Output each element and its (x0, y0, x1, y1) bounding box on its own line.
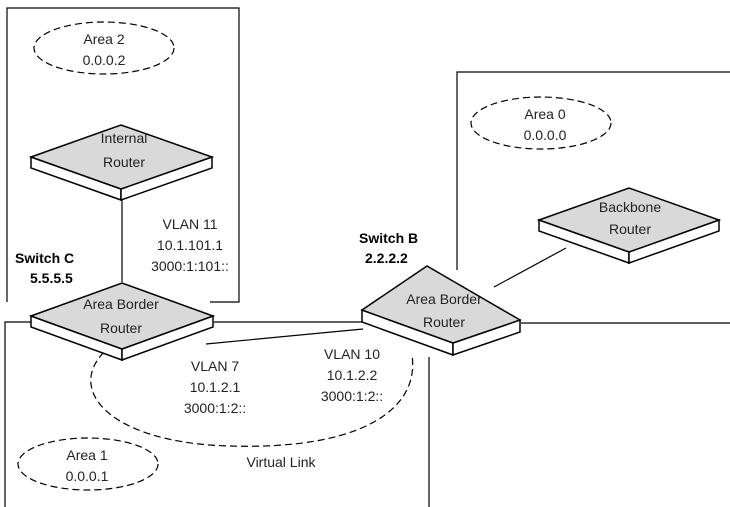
area-0-name: Area 0 (524, 106, 565, 122)
abr-switch-c-icon: Area Border Router (28, 282, 216, 362)
vlan7-name: VLAN 7 (191, 358, 239, 374)
backbone-router-label-line1: Backbone (599, 199, 661, 215)
abr-switch-b-icon: Area Border Router (360, 265, 522, 357)
virtual-link-arc (90, 344, 414, 447)
vlan10-ipv4: 10.1.2.2 (327, 367, 378, 383)
area-0-ellipse (470, 96, 612, 150)
area-1-name: Area 1 (66, 447, 107, 463)
link-abr-c-to-abr-b (205, 328, 364, 345)
vlan7-ipv6: 3000:1:2:: (184, 400, 246, 416)
internal-router-icon: Internal Router (28, 124, 215, 202)
area-2-ellipse (33, 21, 175, 75)
area-2-boundary (6, 7, 240, 303)
vlan10-name: VLAN 10 (324, 346, 380, 362)
area-1-id: 0.0.0.1 (66, 468, 109, 484)
backbone-router-label-line2: Router (609, 221, 651, 237)
abr-b-label-line1: Area Border (406, 291, 482, 307)
virtual-link-label: Virtual Link (246, 454, 316, 470)
vlan11-name: VLAN 11 (163, 216, 218, 232)
switch-c-name: Switch C (15, 250, 74, 266)
area-2-id: 0.0.0.2 (83, 52, 126, 68)
area-1-boundary (4, 321, 36, 507)
internal-router-label-line1: Internal (101, 130, 148, 146)
vlan11-ipv6: 3000:1:101:: (151, 258, 229, 274)
switch-b-name: Switch B (359, 230, 418, 246)
area-0-id: 0.0.0.0 (524, 127, 567, 143)
vlan7-ipv4: 10.1.2.1 (190, 379, 241, 395)
vlan11-ipv4: 10.1.101.1 (157, 237, 223, 253)
internal-router-label-line2: Router (103, 154, 145, 170)
backbone-router-icon: Backbone Router (536, 187, 722, 265)
abr-b-label-line2: Router (423, 314, 465, 330)
abr-c-label-line1: Area Border (83, 296, 159, 312)
link-abr-b-to-backbone (493, 247, 567, 288)
area-1-ellipse (17, 437, 159, 491)
switch-b-id: 2.2.2.2 (365, 250, 408, 266)
area-0-boundary (456, 71, 730, 270)
switch-c-id: 5.5.5.5 (30, 270, 73, 286)
area-2-name: Area 2 (83, 31, 124, 47)
vlan10-ipv6: 3000:1:2:: (321, 388, 383, 404)
abr-c-label-line2: Router (100, 320, 142, 336)
